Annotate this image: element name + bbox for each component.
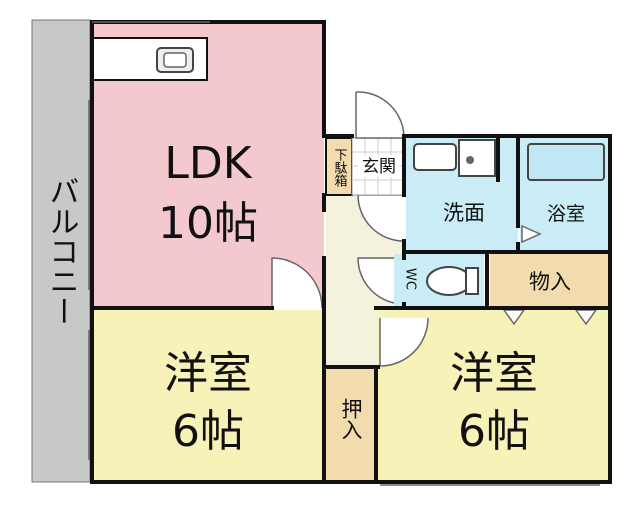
shoe-box bbox=[325, 137, 353, 196]
bathroom-label: 浴室 bbox=[547, 203, 585, 225]
western-right-name: 洋室 bbox=[450, 348, 538, 399]
bath-door-icon bbox=[521, 224, 542, 244]
western-right-size: 6帖 bbox=[458, 406, 530, 457]
sink-basin-icon bbox=[163, 52, 187, 68]
balcony bbox=[31, 19, 91, 483]
ldk-size: 10帖 bbox=[158, 198, 258, 249]
western-left-name: 洋室 bbox=[164, 348, 252, 399]
closet bbox=[326, 369, 376, 482]
closet-label: 押入 bbox=[339, 398, 363, 440]
entry-door-icon bbox=[355, 91, 405, 139]
western-right-door-icon bbox=[379, 317, 429, 367]
bathtub-icon bbox=[527, 143, 605, 181]
toilet-label: WC bbox=[403, 268, 418, 290]
ldk-name: LDK bbox=[164, 138, 252, 189]
hall-door-icon bbox=[357, 194, 405, 242]
toilet-icon bbox=[426, 266, 472, 296]
washing-machine-icon bbox=[458, 139, 496, 177]
washbasin-icon bbox=[413, 143, 457, 171]
storage-room bbox=[490, 254, 610, 306]
washroom-label: 洗面 bbox=[443, 201, 485, 225]
ldk-door-icon bbox=[271, 257, 323, 309]
windows bbox=[88, 21, 600, 486]
western-room-left bbox=[92, 310, 324, 482]
shoe-box-label: 下駄箱 bbox=[332, 148, 348, 187]
western-left-size: 6帖 bbox=[172, 406, 244, 457]
walls bbox=[90, 20, 612, 484]
storage-label: 物入 bbox=[529, 270, 571, 294]
entrance-label: 玄関 bbox=[362, 157, 396, 177]
balcony-label: バルコニー bbox=[44, 176, 79, 326]
